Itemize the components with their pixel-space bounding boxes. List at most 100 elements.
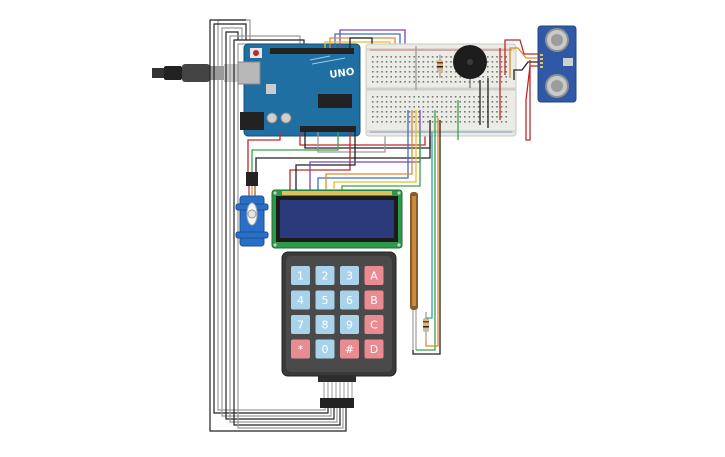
breadboard[interactable]: [365, 43, 517, 137]
keypad-key-3-1[interactable]: 0: [315, 339, 335, 359]
breadboard-hole: [399, 111, 402, 113]
breadboard-hole: [431, 96, 434, 98]
resistor-bottom[interactable]: [423, 312, 429, 340]
breadboard-hole: [482, 101, 484, 103]
breadboard-hole: [408, 71, 411, 73]
keypad-key-face[interactable]: [340, 266, 359, 285]
keypad-key-0-2[interactable]: 3: [340, 266, 359, 285]
lcd-display[interactable]: [271, 189, 403, 249]
keypad-key-face[interactable]: [315, 290, 335, 310]
keypad-key-face[interactable]: [364, 315, 384, 334]
breadboard-hole: [418, 121, 420, 123]
breadboard-hole: [399, 76, 402, 78]
breadboard-hole: [468, 121, 471, 123]
breadboard-hole: [381, 71, 383, 73]
breadboard-hole: [464, 121, 466, 123]
keypad-key-face[interactable]: [340, 290, 359, 310]
breadboard-hole: [418, 76, 420, 78]
breadboard-hole: [464, 101, 466, 103]
breadboard-hole: [459, 81, 461, 83]
keypad-key-2-3[interactable]: C: [364, 315, 384, 334]
breadboard-hole: [477, 121, 480, 123]
keypad-key-3-2[interactable]: #: [340, 339, 359, 359]
servo-wires: [247, 120, 431, 172]
breadboard-hole: [385, 101, 388, 103]
resistor-top[interactable]: [437, 55, 443, 78]
keypad-key-2-1[interactable]: 8: [315, 315, 335, 334]
breadboard-hole: [496, 101, 498, 103]
breadboard-hole: [413, 71, 415, 73]
keypad-key-2-2[interactable]: 9: [340, 315, 359, 334]
breadboard-hole: [441, 116, 443, 118]
breadboard-hole: [431, 71, 434, 73]
breadboard-hole: [491, 71, 494, 73]
keypad-key-0-1[interactable]: 2: [315, 266, 335, 285]
keypad-key-face[interactable]: [315, 339, 335, 359]
breadboard-hole: [372, 56, 374, 58]
keypad-key-3-3[interactable]: D: [364, 339, 384, 359]
breadboard-hole: [372, 61, 374, 63]
breadboard-hole: [399, 101, 402, 103]
keypad-key-face[interactable]: [315, 315, 335, 334]
keypad-key-1-1[interactable]: 5: [315, 290, 335, 310]
breadboard-hole: [477, 101, 480, 103]
breadboard-hole: [427, 56, 429, 58]
breadboard-hole: [427, 76, 429, 78]
arduino-uno-board[interactable]: UNO: [237, 43, 361, 137]
keypad-key-face[interactable]: [291, 290, 310, 310]
keypad-key-face[interactable]: [291, 315, 310, 334]
breadboard-hole: [454, 106, 457, 108]
breadboard-hole: [418, 106, 420, 108]
ultrasonic-sensor[interactable]: [537, 25, 577, 103]
keypad-key-3-0[interactable]: *: [291, 339, 310, 359]
flex-sensor[interactable]: [410, 192, 418, 350]
breadboard-hole: [464, 81, 466, 83]
keypad-key-1-0[interactable]: 4: [291, 290, 310, 310]
breadboard-hole: [395, 116, 397, 118]
breadboard-hole: [408, 81, 411, 83]
keypad-key-0-3[interactable]: A: [364, 266, 384, 285]
keypad-key-face[interactable]: [364, 339, 384, 359]
ultrasonic-wires: [504, 39, 538, 141]
breadboard-hole: [441, 111, 443, 113]
keypad-key-face[interactable]: [315, 266, 335, 285]
breadboard-hole: [496, 71, 498, 73]
breadboard-hole: [418, 101, 420, 103]
breadboard-hole: [408, 121, 411, 123]
breadboard-hole: [399, 106, 402, 108]
keypad-key-label: 9: [346, 319, 353, 332]
keypad-key-face[interactable]: [364, 290, 384, 310]
keypad-key-face[interactable]: [364, 266, 384, 285]
keypad-key-2-0[interactable]: 7: [291, 315, 310, 334]
usb-cable[interactable]: [152, 64, 246, 82]
breadboard-hole: [500, 116, 503, 118]
keypad-key-face[interactable]: [340, 315, 359, 334]
keypad-key-face[interactable]: [340, 339, 359, 359]
breadboard-wires: [415, 46, 501, 140]
keypad-key-0-0[interactable]: 1: [291, 266, 310, 285]
breadboard-hole: [496, 56, 498, 58]
breadboard-hole: [496, 66, 498, 68]
breadboard-hole: [427, 96, 429, 98]
breadboard-hole: [436, 56, 438, 58]
piezo-buzzer[interactable]: [453, 45, 487, 88]
reset-button[interactable]: [253, 50, 259, 56]
keypad-key-1-3[interactable]: B: [364, 290, 384, 310]
keypad-key-face[interactable]: [291, 339, 310, 359]
keypad-key-face[interactable]: [291, 266, 310, 285]
breadboard-hole: [385, 61, 388, 63]
keypad-key-1-2[interactable]: 6: [340, 290, 359, 310]
breadboard-hole: [418, 111, 420, 113]
breadboard-hole: [381, 61, 383, 63]
breadboard-hole: [418, 61, 420, 63]
breadboard-hole: [399, 81, 402, 83]
servo-motor[interactable]: [235, 172, 269, 247]
breadboard-hole: [381, 76, 383, 78]
breadboard-hole: [404, 101, 406, 103]
breadboard-hole: [482, 111, 484, 113]
breadboard-hole: [385, 96, 388, 98]
breadboard-hole: [491, 96, 494, 98]
breadboard-hole: [500, 56, 503, 58]
